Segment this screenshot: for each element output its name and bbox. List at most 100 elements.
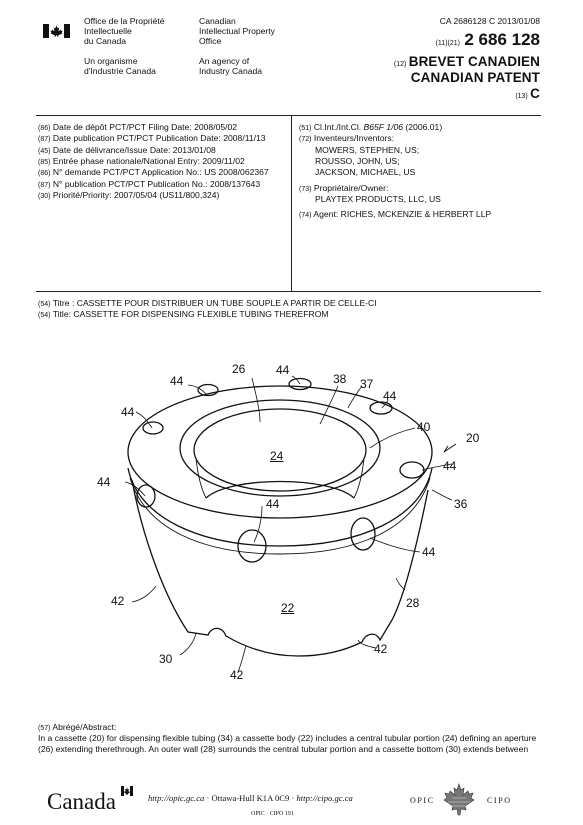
body-outline xyxy=(131,479,429,657)
kind-code: C xyxy=(530,86,540,101)
abstract-heading: (57) Abrégé/Abstract: xyxy=(38,722,117,732)
leader-line xyxy=(237,645,247,673)
ref-44: 44 xyxy=(422,545,436,559)
flange-edge-2 xyxy=(129,477,431,555)
ref-30: 30 xyxy=(159,652,173,666)
maple-leaf-logo-icon xyxy=(443,783,475,816)
ref-24: 24 xyxy=(270,449,284,463)
leader-line xyxy=(291,375,301,385)
inventor-name: JACKSON, MICHAEL, US xyxy=(315,167,416,178)
leader-line xyxy=(369,427,416,449)
ref-37: 37 xyxy=(360,377,374,391)
ref-20: 20 xyxy=(466,431,480,445)
biblio-row: (87) Date publication PCT/PCT Publicatio… xyxy=(38,133,266,144)
ref-28: 28 xyxy=(406,596,420,610)
leader-line xyxy=(357,639,377,649)
leader-line xyxy=(347,385,363,409)
canada-flag-icon xyxy=(43,24,70,38)
agency-en-line: Industry Canada xyxy=(199,66,263,77)
flange-hole xyxy=(197,383,219,397)
leader-line xyxy=(131,585,157,603)
flange-hole xyxy=(237,529,267,563)
ref-44: 44 xyxy=(170,374,184,388)
ref-44: 44 xyxy=(383,389,397,403)
document-reference: CA 2686128 C 2013/01/08 xyxy=(439,16,540,26)
biblio-row: (45) Date de délivrance/Issue Date: 2013… xyxy=(38,144,216,155)
leader-line xyxy=(369,537,421,553)
canada-wordmark: Canada xyxy=(47,786,133,816)
leader-line xyxy=(421,463,453,471)
agency-fr-line: d'Industrie Canada xyxy=(84,66,156,77)
patent-number-line: (11)(21) 2 686 128 xyxy=(436,30,540,51)
ref-40: 40 xyxy=(417,420,431,434)
agency-en-line: An agency of xyxy=(199,56,250,66)
ref-42: 42 xyxy=(230,668,244,682)
leader-line xyxy=(179,632,197,656)
biblio-left: (86) Date de dépôt PCT/PCT Filing Date: … xyxy=(38,122,269,201)
office-fr-line: Intellectuelle xyxy=(84,26,132,37)
ring-inner xyxy=(193,408,367,492)
biblio-row: (85) Entrée phase nationale/National Ent… xyxy=(38,156,245,167)
patent-figure xyxy=(124,375,457,673)
ref-44: 44 xyxy=(121,405,135,419)
agency-fr: Un organisme d'Industrie Canada xyxy=(84,56,156,76)
title-en: (54) Title: CASSETTE FOR DISPENSING FLEX… xyxy=(38,309,329,320)
leader-line xyxy=(381,399,389,409)
ref-42: 42 xyxy=(374,642,388,656)
ipc-class: B65F 1/06 xyxy=(363,122,404,132)
field-code: (12) xyxy=(393,61,407,68)
titles: (54) Titre : CASSETTE POUR DISTRIBUER UN… xyxy=(38,298,377,321)
ipc-row: (51) Cl.Int./Int.Cl. B65F 1/06 (2006.01) xyxy=(299,122,443,132)
inventor-name: ROUSSO, JOHN, US; xyxy=(315,156,400,167)
inventors-row: (72) Inventeurs/Inventors: xyxy=(299,133,395,144)
opic-label: OPIC xyxy=(410,796,435,805)
brevet-line: (12) BREVET CANADIEN xyxy=(394,54,540,70)
inventor-name: MOWERS, STEPHEN, US; xyxy=(315,144,420,155)
owner-name: PLAYTEX PRODUCTS, LLC, US xyxy=(315,194,441,205)
leader-line xyxy=(319,385,339,425)
agency-en: An agency of Industry Canada xyxy=(199,56,262,76)
flange-hole xyxy=(142,421,164,435)
office-en-line: Office xyxy=(199,36,222,47)
city: Ottawa-Hull K1A 0C9 xyxy=(211,793,290,803)
ref-38: 38 xyxy=(333,372,347,386)
abstract-line: In a cassette (20) for dispensing flexib… xyxy=(38,733,537,744)
ref-36: 36 xyxy=(454,497,468,511)
biblio-right: (51) Cl.Int./Int.Cl. B65F 1/06 (2006.01)… xyxy=(299,122,491,221)
brevet-canadien: BREVET CANADIEN xyxy=(408,54,540,69)
ring-outer xyxy=(179,399,381,497)
biblio-row: (87) N° publication PCT/PCT Publication … xyxy=(38,178,261,189)
flange-hole xyxy=(288,377,312,391)
biblio-row: (86) Date de dépôt PCT/PCT Filing Date: … xyxy=(38,122,238,132)
footer-contact: http://opic.gc.ca · Ottawa-Hull K1A 0C9 … xyxy=(148,793,353,803)
opic-url[interactable]: http://opic.gc.ca xyxy=(148,793,205,803)
kind-code-line: (13) C xyxy=(515,86,540,102)
leader-line xyxy=(395,577,406,591)
leader-line xyxy=(135,411,153,429)
top-rule xyxy=(36,115,541,116)
ref-22: 22 xyxy=(281,601,295,615)
arrow-20 xyxy=(443,443,457,453)
ref-26: 26 xyxy=(232,362,246,376)
leader-line xyxy=(124,481,146,497)
footer-code: OPIC · CIPO 191 xyxy=(251,811,294,817)
ref-44: 44 xyxy=(266,497,280,511)
field-code: (13) xyxy=(515,93,528,100)
column-rule xyxy=(291,115,292,291)
cipo-url[interactable]: http://cipo.gc.ca xyxy=(296,793,353,803)
office-fr-line: Office de la Propriété xyxy=(84,16,165,26)
cipo-label: CIPO xyxy=(487,796,512,805)
flange-hole xyxy=(136,484,156,508)
owner-row: (73) Propriétaire/Owner: xyxy=(299,182,389,193)
leader-line xyxy=(187,384,207,395)
agency-fr-line: Un organisme xyxy=(84,56,138,66)
ref-42: 42 xyxy=(111,594,125,608)
biblio-row: (86) N° demande PCT/PCT Application No.:… xyxy=(38,167,269,178)
canadian-patent: CANADIAN PATENT xyxy=(410,70,540,85)
abstract-line: (26) extending therethrough. An outer wa… xyxy=(38,744,529,755)
canada-word: Canada xyxy=(47,789,116,814)
aperture-side-r xyxy=(353,457,365,499)
patent-number: 2 686 128 xyxy=(464,30,540,49)
office-name-en: Canadian Intellectual Property Office xyxy=(199,16,275,46)
flange-hole xyxy=(399,461,425,479)
